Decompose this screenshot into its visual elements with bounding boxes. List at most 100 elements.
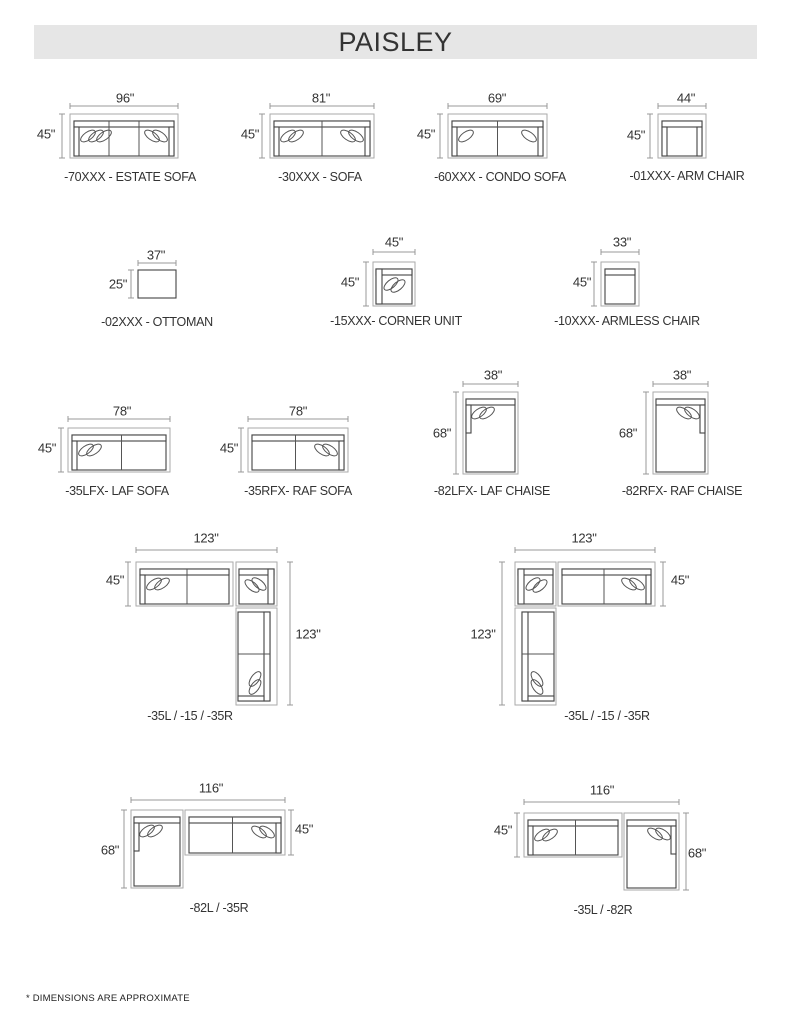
armless-chair-height-label: 45" <box>572 274 592 290</box>
laf-chaise-drawing <box>462 391 519 475</box>
condo-sofa-drawing <box>447 113 548 159</box>
sectional-right-sofa <box>557 561 656 607</box>
sectional-right-corner <box>514 561 557 607</box>
estate-sofa-caption: -70XXX - ESTATE SOFA <box>64 170 196 184</box>
height-dimension-line <box>514 812 520 858</box>
footnote: * DIMENSIONS ARE APPROXIMATE <box>26 993 190 1004</box>
ottoman-caption: -02XXX - OTTOMAN <box>101 315 213 329</box>
height-dimension-line <box>238 427 244 473</box>
arm-chair-height-label: 45" <box>626 127 646 143</box>
armless-chair-width-label: 33" <box>612 234 632 250</box>
width-dimension-line <box>247 416 349 422</box>
height-dimension-line <box>59 113 65 159</box>
ottoman-drawing <box>137 269 177 299</box>
sectional-left-height-label: 45" <box>105 572 125 588</box>
ottoman-width-label: 37" <box>146 247 166 263</box>
title-bar: PAISLEY <box>34 25 757 59</box>
sectional-left-corner <box>235 561 278 607</box>
chaise-sectional-left-caption: -82L / -35R <box>189 901 249 915</box>
sectional-left-raf <box>235 607 278 706</box>
corner-unit-drawing <box>372 261 416 307</box>
chaise-sectional-left-sofa <box>184 809 286 856</box>
condo-sofa-caption: -60XXX - CONDO SOFA <box>434 170 566 184</box>
sectional-right-height2-label: 123" <box>470 626 496 642</box>
raf-sofa-caption: -35RFX- RAF SOFA <box>244 484 352 498</box>
chaise-sectional-right-sofa <box>523 812 623 858</box>
height-dimension-line <box>125 561 131 607</box>
chaise-sectional-right-height2-label: 68" <box>687 845 707 861</box>
chaise-sectional-left-width-label: 116" <box>198 780 224 796</box>
chaise-sectional-left-chaise <box>130 809 184 889</box>
width-dimension-line <box>269 103 375 109</box>
raf-chaise-height-label: 68" <box>618 425 638 441</box>
raf-chaise-width-label: 38" <box>672 367 692 383</box>
laf-sofa-height-label: 45" <box>37 440 57 456</box>
height-dimension-line <box>453 391 459 475</box>
width-dimension-line <box>652 381 709 387</box>
height-dimension-line <box>259 113 265 159</box>
page-title: PAISLEY <box>338 26 453 57</box>
sofa-drawing <box>269 113 375 159</box>
height-dimension-line <box>437 113 443 159</box>
laf-chaise-height-label: 68" <box>432 425 452 441</box>
laf-chaise-width-label: 38" <box>483 367 503 383</box>
arm-chair-caption: -01XXX- ARM CHAIR <box>629 169 745 183</box>
sectional-left-height2-label: 123" <box>295 626 321 642</box>
laf-sofa-width-label: 78" <box>112 403 132 419</box>
chaise-sectional-right-caption: -35L / -82R <box>573 903 633 917</box>
height-dimension-line <box>499 561 505 706</box>
laf-sofa-drawing <box>67 427 171 473</box>
corner-unit-height-label: 45" <box>340 274 360 290</box>
condo-sofa-height-label: 45" <box>416 126 436 142</box>
height-dimension-line <box>591 261 597 307</box>
raf-chaise-caption: -82RFX- RAF CHAISE <box>621 484 743 498</box>
sectional-right-width-label: 123" <box>571 530 597 546</box>
sectional-right-height-label: 45" <box>670 572 690 588</box>
raf-sofa-width-label: 78" <box>288 403 308 419</box>
width-dimension-line <box>135 547 278 553</box>
width-dimension-line <box>130 797 286 803</box>
sectional-right-laf <box>514 607 557 706</box>
height-dimension-line <box>643 391 649 475</box>
width-dimension-line <box>523 799 680 805</box>
height-dimension-line <box>288 809 294 856</box>
width-dimension-line <box>447 103 548 109</box>
height-dimension-line <box>121 809 127 889</box>
estate-sofa-width-label: 96" <box>115 90 135 106</box>
condo-sofa-width-label: 69" <box>487 90 507 106</box>
raf-sofa-height-label: 45" <box>219 440 239 456</box>
width-dimension-line <box>137 260 177 266</box>
laf-sofa-caption: -35LFX- LAF SOFA <box>65 484 169 498</box>
height-dimension-line <box>363 261 369 307</box>
arm-chair-width-label: 44" <box>676 90 696 106</box>
corner-unit-caption: -15XXX- CORNER UNIT <box>330 314 462 328</box>
corner-unit-width-label: 45" <box>384 234 404 250</box>
height-dimension-line <box>683 812 689 891</box>
height-dimension-line <box>58 427 64 473</box>
estate-sofa-drawing <box>69 113 179 159</box>
height-dimension-line <box>660 561 666 607</box>
width-dimension-line <box>67 416 171 422</box>
sectional-left-sofa <box>135 561 234 607</box>
laf-chaise-caption: -82LFX- LAF CHAISE <box>433 484 551 498</box>
raf-sofa-drawing <box>247 427 349 473</box>
sectional-left-caption: -35L / -15 / -35R <box>147 709 233 723</box>
width-dimension-line <box>372 249 416 255</box>
sectional-left-width-label: 123" <box>193 530 219 546</box>
chaise-sectional-left-height-label: 45" <box>294 821 314 837</box>
sofa-height-label: 45" <box>240 126 260 142</box>
chaise-sectional-right-width-label: 116" <box>589 782 615 798</box>
height-dimension-line <box>287 561 293 706</box>
width-dimension-line <box>600 249 640 255</box>
chaise-sectional-right-height-label: 45" <box>493 822 513 838</box>
sofa-width-label: 81" <box>311 90 331 106</box>
raf-chaise-drawing <box>652 391 709 475</box>
arm-chair-drawing <box>657 113 707 159</box>
sofa-caption: -30XXX - SOFA <box>278 170 362 184</box>
width-dimension-line <box>657 103 707 109</box>
chaise-sectional-left-height2-label: 68" <box>100 842 120 858</box>
chaise-sectional-right-chaise <box>623 812 680 891</box>
estate-sofa-height-label: 45" <box>36 126 56 142</box>
width-dimension-line <box>69 103 179 109</box>
